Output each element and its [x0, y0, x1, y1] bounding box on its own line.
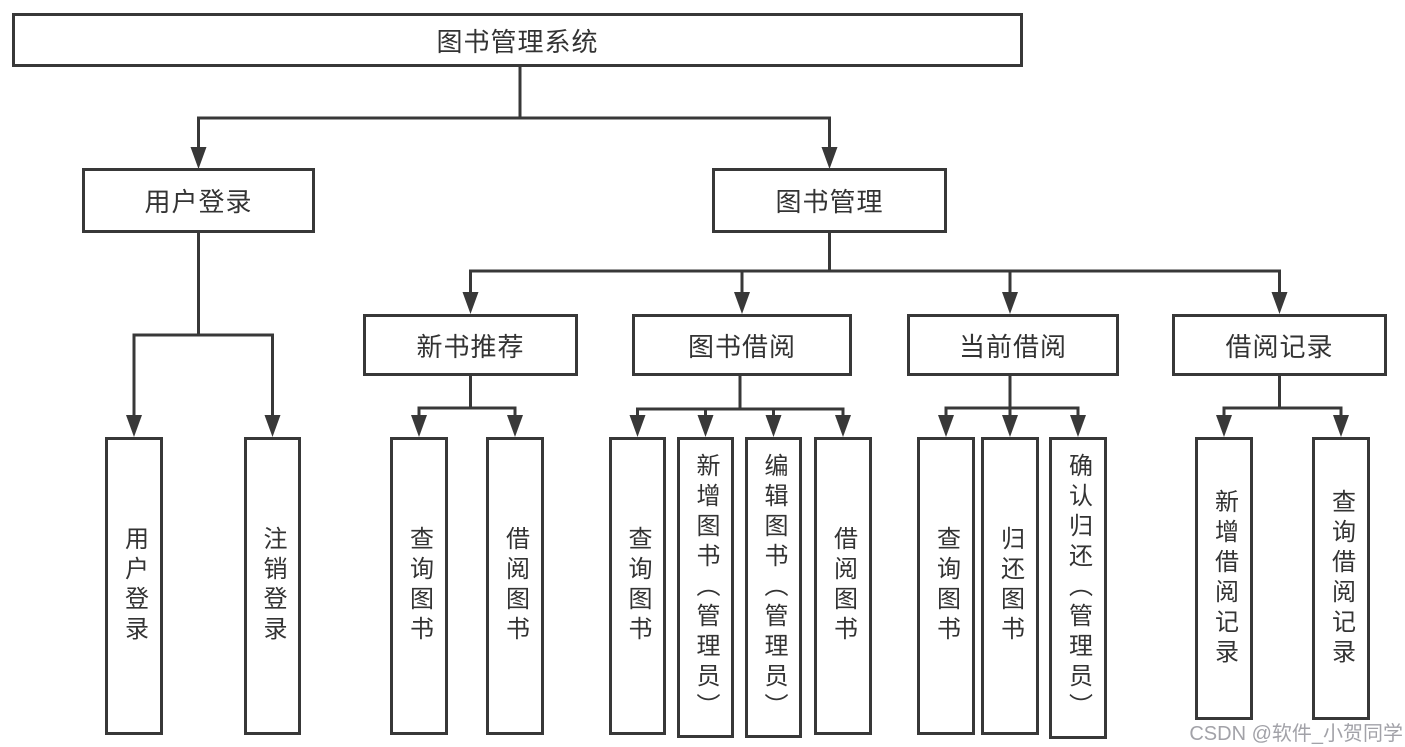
leaf-label: 查询图书	[405, 526, 433, 646]
leaf-current-confirm-return-admin: 确认归还（管理员）	[1049, 437, 1107, 739]
leaf-label: 查询图书	[624, 526, 651, 646]
node-label: 当前借阅	[958, 331, 1067, 362]
leaf-current-query-books: 查询图书	[917, 437, 975, 735]
leaf-label: 新增图书（管理员）	[692, 452, 719, 723]
node-library-management-system: 图书管理系统	[12, 13, 1023, 67]
leaf-label: 新增借阅记录	[1210, 488, 1238, 669]
leaf-borrowing-add-books-admin: 新增图书（管理员）	[677, 437, 734, 738]
node-label: 借阅记录	[1225, 331, 1334, 362]
leaf-label: 借阅图书	[501, 526, 529, 646]
node-new-book-recommendation: 新书推荐	[363, 314, 578, 376]
leaf-borrowing-borrow-books: 借阅图书	[814, 437, 872, 735]
node-borrowing-records: 借阅记录	[1172, 314, 1387, 376]
leaf-label: 查询借阅记录	[1327, 488, 1355, 669]
node-label: 用户登录	[144, 187, 253, 217]
leaf-label: 注销登录	[259, 526, 286, 646]
leaf-logout-login: 注销登录	[244, 437, 301, 735]
node-book-management: 图书管理	[712, 168, 947, 233]
watermark: CSDN @软件_小贺同学	[1189, 723, 1403, 745]
node-label: 图书借阅	[687, 331, 796, 362]
arrowheads	[126, 147, 1349, 437]
leaf-label: 确认归还（管理员）	[1064, 453, 1092, 723]
leaf-label: 用户登录	[120, 526, 148, 646]
node-label: 图书管理系统	[436, 26, 599, 57]
leaf-borrowing-query-books: 查询图书	[609, 437, 666, 735]
leaf-label: 借阅图书	[829, 526, 857, 646]
leaf-records-add-borrow-record: 新增借阅记录	[1195, 437, 1253, 720]
node-current-borrowing: 当前借阅	[907, 314, 1119, 376]
leaf-current-return-books: 归还图书	[981, 437, 1039, 735]
leaf-borrowing-edit-books-admin: 编辑图书（管理员）	[745, 437, 802, 738]
node-user-login: 用户登录	[82, 168, 315, 233]
node-book-borrowing: 图书借阅	[632, 314, 852, 376]
leaf-user-login: 用户登录	[105, 437, 163, 735]
leaf-recommend-borrow-books: 借阅图书	[486, 437, 544, 735]
node-label: 图书管理	[775, 187, 884, 217]
node-label: 新书推荐	[416, 331, 525, 362]
leaf-records-query-borrow-record: 查询借阅记录	[1312, 437, 1370, 720]
leaf-label: 归还图书	[996, 526, 1024, 646]
leaf-label: 编辑图书（管理员）	[760, 452, 787, 723]
leaf-label: 查询图书	[932, 526, 960, 646]
leaf-recommend-query-books: 查询图书	[390, 437, 448, 735]
